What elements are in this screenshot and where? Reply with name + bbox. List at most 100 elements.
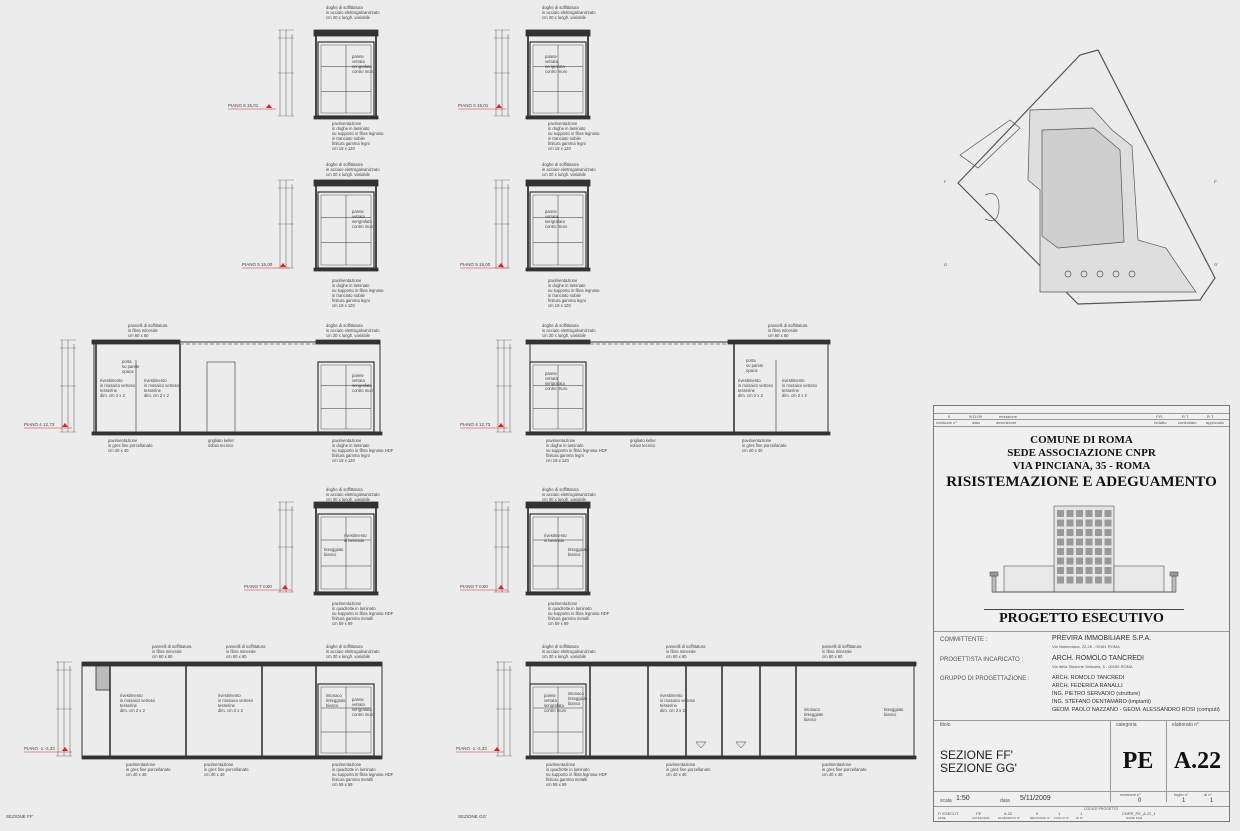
elevation-window	[1095, 519, 1102, 527]
elevation-window	[1076, 519, 1083, 527]
elevation-window	[1066, 538, 1074, 546]
elevation-window	[1057, 567, 1064, 574]
elevation-window	[1076, 557, 1083, 565]
elevation-window	[1085, 576, 1093, 584]
code-sub: ELABORATO N°	[998, 816, 1021, 820]
project-phase: PROGETTO ESECUTIVO	[999, 611, 1164, 626]
elevation-window	[1066, 519, 1074, 527]
section-mark: G'	[1214, 262, 1218, 267]
title-line-4: RISISTEMAZIONE E ADEGUAMENTO	[946, 474, 1217, 490]
code-categoria: PE	[976, 811, 982, 816]
title-line-2: SEDE ASSOCIAZIONE CNPR	[1007, 447, 1156, 459]
elevation-window	[1057, 548, 1064, 555]
hdr-date: data	[972, 420, 980, 425]
code-di: 1	[1080, 811, 1083, 816]
column	[1112, 270, 1120, 278]
gruppo-label: GRUPPO DI PROGETTAZIONE :	[940, 676, 1030, 682]
scala-value: 1:50	[956, 795, 970, 802]
hdr-rev: revisione n°	[936, 420, 957, 425]
title-line-1: COMUNE DI ROMA	[1030, 434, 1133, 446]
code-fase: P. ESECUT.	[938, 811, 960, 816]
glass-wall	[317, 191, 375, 269]
elevation-window	[1104, 567, 1112, 574]
level-label: PIANO -1 -3,33	[456, 746, 487, 751]
level-label: PIANO T 0,00	[244, 584, 272, 589]
floor-slab	[91, 431, 383, 436]
elevation-window	[1066, 548, 1074, 555]
elevation-window	[1104, 548, 1112, 555]
level-marker	[62, 423, 68, 427]
elevation-window	[1104, 557, 1112, 565]
level-label: PIANO 5 15,00	[460, 262, 491, 267]
elevation-window	[1076, 567, 1083, 574]
glass-wall	[529, 191, 587, 269]
categoria-value: PE	[1122, 748, 1154, 774]
code-sub: NOME FILE	[1126, 816, 1143, 820]
title-block: 0 5/11/09 emissione F.R. R.T. R.T. revis…	[933, 405, 1230, 822]
categoria-label: categoria	[1116, 722, 1137, 728]
floor-slab	[525, 755, 917, 760]
data-value: 5/11/2009	[1020, 795, 1051, 802]
level-marker	[280, 263, 286, 267]
rev-num: 0	[948, 414, 951, 419]
progettista-address: Via della Stazione Vaticana, 5 - 00165 R…	[1052, 664, 1133, 669]
garden	[959, 119, 1021, 169]
elaborato-label: elaborato n°	[1172, 722, 1200, 728]
curved-stair	[984, 193, 1000, 221]
level-marker	[266, 104, 272, 108]
ceiling-slab	[727, 339, 831, 345]
glass-wall	[317, 41, 375, 117]
code-sub: CATEGORIA	[972, 816, 990, 820]
hdr-desc: descrizione	[996, 420, 1017, 425]
ceiling-slab	[313, 501, 379, 509]
elevation-window	[1095, 548, 1102, 555]
gruppo-member: ING. PIETRO SERVADIO (strutture)	[1052, 691, 1141, 697]
elevation-window	[1085, 567, 1093, 574]
gruppo-member: ARCH. FEDERICA RANALLI	[1052, 683, 1123, 689]
ceiling-slab	[313, 29, 379, 37]
title-line-3: VIA PINCIANA, 35 - ROMA	[1012, 460, 1151, 472]
revisione-label: revisione n°	[1120, 792, 1141, 797]
foglio-value: 1	[1182, 798, 1186, 804]
level-marker	[498, 585, 504, 589]
structural-fill	[95, 665, 111, 691]
committente-name: PREVIRA IMMOBILIARE S.P.A.	[1052, 635, 1152, 642]
section-mark: G	[944, 262, 947, 267]
hdr-approved: approvato	[1206, 420, 1224, 425]
level-marker	[62, 747, 68, 751]
elevation-window	[1104, 538, 1112, 546]
elevation-window	[1057, 519, 1064, 527]
data-label: data	[1000, 798, 1010, 804]
elevation-window	[1095, 567, 1102, 574]
sheet-title-1: SEZIONE FF'	[940, 748, 1013, 762]
gruppo-member: ARCH. ROMOLO TANCREDI	[1052, 675, 1125, 681]
